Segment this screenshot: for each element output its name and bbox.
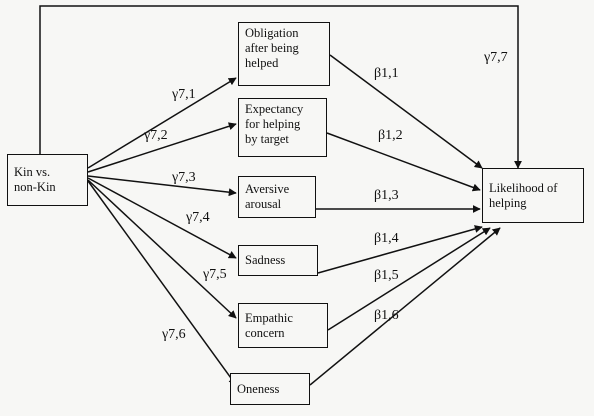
label-b16: β1,6	[374, 308, 399, 323]
label-g76: γ7,6	[162, 327, 186, 342]
arrow-b16	[309, 227, 501, 386]
node-oneness: Oneness	[230, 373, 310, 405]
label-b11: β1,1	[374, 66, 399, 81]
arrow-g77	[39, 5, 522, 169]
label-b14: β1,4	[374, 231, 399, 246]
arrow-b12	[326, 132, 481, 192]
arrow-g73	[87, 175, 237, 197]
arrow-g71	[87, 77, 237, 169]
label-g72: γ7,2	[144, 128, 168, 143]
label-g74: γ7,4	[186, 210, 210, 225]
arrow-g76	[87, 180, 237, 386]
label-g75: γ7,5	[203, 267, 227, 282]
arrow-g75	[87, 179, 237, 319]
node-obligation: Obligation after being helped	[238, 22, 330, 86]
arrow-b11	[329, 54, 483, 169]
arrow-g72	[87, 122, 237, 173]
label-b12: β1,2	[378, 128, 403, 143]
arrow-b15	[327, 227, 491, 331]
node-expectancy: Expectancy for helping by target	[238, 98, 327, 157]
arrow-g74	[87, 177, 237, 259]
node-kin-vs-non-kin: Kin vs. non-Kin	[7, 154, 88, 206]
node-sadness: Sadness	[238, 245, 318, 276]
label-b13: β1,3	[374, 188, 399, 203]
label-g71: γ7,1	[172, 87, 196, 102]
label-g77: γ7,7	[484, 50, 508, 65]
label-b15: β1,5	[374, 268, 399, 283]
node-likelihood-of-helping: Likelihood of helping	[482, 168, 584, 223]
node-empathic-concern: Empathic concern	[238, 303, 328, 348]
arrow-b14	[317, 225, 483, 274]
node-aversive-arousal: Aversive arousal	[238, 176, 316, 218]
label-g73: γ7,3	[172, 170, 196, 185]
